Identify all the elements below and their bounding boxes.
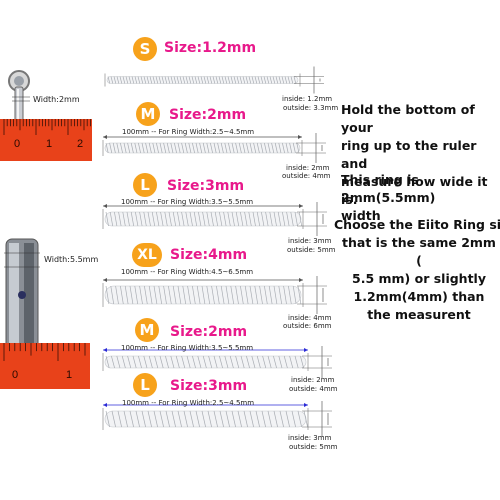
arrow-left-icon bbox=[103, 278, 107, 282]
spring-coil bbox=[107, 76, 297, 84]
instruction-line: 5.5 mm) or slightly bbox=[352, 271, 486, 286]
ruler-number-1b: 1 bbox=[66, 369, 73, 381]
ruler-number-0b: 0 bbox=[12, 369, 19, 381]
instruction-line: This ring is 2mm(5.5mm) bbox=[341, 172, 436, 205]
instruction-line: Choose the Eiito Ring size bbox=[334, 217, 500, 232]
outside-label-m1: outside: 4mm bbox=[282, 172, 331, 180]
arrow-right-icon bbox=[299, 204, 303, 208]
arrow-right-icon bbox=[298, 135, 302, 139]
size-label-s: Size:1.2mm bbox=[164, 40, 257, 56]
spring-body bbox=[104, 355, 307, 369]
size-badge-l2: L bbox=[133, 373, 157, 397]
ruler-number-2: 2 bbox=[77, 138, 84, 150]
size-label-m1: Size:2mm bbox=[169, 107, 247, 123]
spring-body bbox=[106, 76, 299, 84]
instruction-line: that is the same 2mm ( bbox=[342, 235, 496, 268]
outside-label-l1: outside: 5mm bbox=[287, 246, 336, 254]
instruction-line: measure how wide it is. bbox=[341, 174, 488, 207]
inside-label-xl: inside: 4mm bbox=[288, 314, 332, 322]
inside-label-l2: inside: 3mm bbox=[288, 434, 332, 442]
outside-label-s: outside: 3.3mm bbox=[283, 104, 339, 112]
spring-coil bbox=[105, 355, 304, 369]
size-badge-xl: XL bbox=[132, 243, 162, 267]
ring-thin-width-label: Width:2mm bbox=[33, 95, 80, 104]
arrow-right-icon bbox=[299, 278, 303, 282]
ruler-number-1: 1 bbox=[46, 138, 53, 150]
size-badge-l1: L bbox=[133, 173, 157, 197]
spring-body bbox=[104, 142, 301, 154]
size-label-l2: Size:3mm bbox=[170, 378, 248, 394]
spring-body bbox=[104, 410, 307, 428]
arrow-left-icon bbox=[103, 403, 107, 407]
spring-body bbox=[104, 285, 302, 305]
ruler-number-0: 0 bbox=[14, 138, 21, 150]
spring-body bbox=[104, 211, 302, 227]
spring-coil bbox=[105, 211, 303, 227]
inside-label-m2: inside: 2mm bbox=[291, 376, 335, 384]
caption-l1: 100mm -- For Ring Width:3.5~5.5mm bbox=[121, 198, 254, 206]
ring-wide-width-label: Width:5.5mm bbox=[44, 255, 99, 264]
size-label-l1: Size:3mm bbox=[167, 178, 245, 194]
outside-label-m2: outside: 4mm bbox=[289, 385, 338, 393]
photo-ring-wide: Width:5.5mm 0 1 bbox=[0, 233, 98, 393]
instruction-ring-width: This ring is 2mm(5.5mm) width bbox=[341, 171, 500, 225]
outside-label-xl: outside: 6mm bbox=[283, 322, 332, 330]
inside-label-l1: inside: 3mm bbox=[288, 237, 332, 245]
ring-wide-illustration bbox=[0, 233, 90, 393]
size-label-xl: Size:4mm bbox=[170, 247, 248, 263]
instruction-line: the measurent bbox=[367, 307, 471, 322]
instruction-line: 1.2mm(4mm) than bbox=[353, 289, 485, 304]
size-label-m2: Size:2mm bbox=[170, 324, 248, 340]
photo-ring-thin: Width:2mm 0 1 2 bbox=[0, 55, 92, 173]
spring-coil bbox=[105, 410, 308, 428]
arrow-right-icon bbox=[304, 348, 308, 352]
caption-xl: 100mm -- For Ring Width:4.5~6.5mm bbox=[121, 268, 254, 276]
arrow-left-icon bbox=[103, 348, 107, 352]
caption-l2: 100mm -- For Ring Width:2.5~4.5mm bbox=[122, 399, 255, 407]
spring-coil bbox=[105, 285, 302, 305]
size-badge-s: S bbox=[133, 37, 157, 61]
inside-label-s: inside: 1.2mm bbox=[282, 95, 333, 103]
instruction-line: Hold the bottom of your bbox=[341, 102, 475, 135]
outside-label-l2: outside: 5mm bbox=[289, 443, 338, 451]
arrow-left-icon bbox=[103, 135, 107, 139]
instruction-line: ring up to the ruler and bbox=[341, 138, 477, 171]
arrow-right-icon bbox=[304, 403, 308, 407]
size-badge-m1: M bbox=[136, 102, 160, 126]
size-badge-m2: M bbox=[135, 318, 159, 342]
instruction-line: width bbox=[341, 208, 381, 223]
arrow-left-icon bbox=[103, 204, 107, 208]
caption-m2: 100mm -- For Ring Width:3.5~5.5mm bbox=[121, 344, 254, 352]
instruction-measure: Hold the bottom of your ring up to the r… bbox=[341, 101, 500, 209]
spring-coil bbox=[105, 142, 300, 154]
instruction-choose-size: Choose the Eiito Ring size that is the s… bbox=[334, 216, 500, 324]
caption-m1: 100mm -- For Ring Width:2.5~4.5mm bbox=[122, 128, 255, 136]
ring-thin-illustration bbox=[0, 55, 92, 173]
inside-label-m1: inside: 2mm bbox=[286, 164, 330, 172]
